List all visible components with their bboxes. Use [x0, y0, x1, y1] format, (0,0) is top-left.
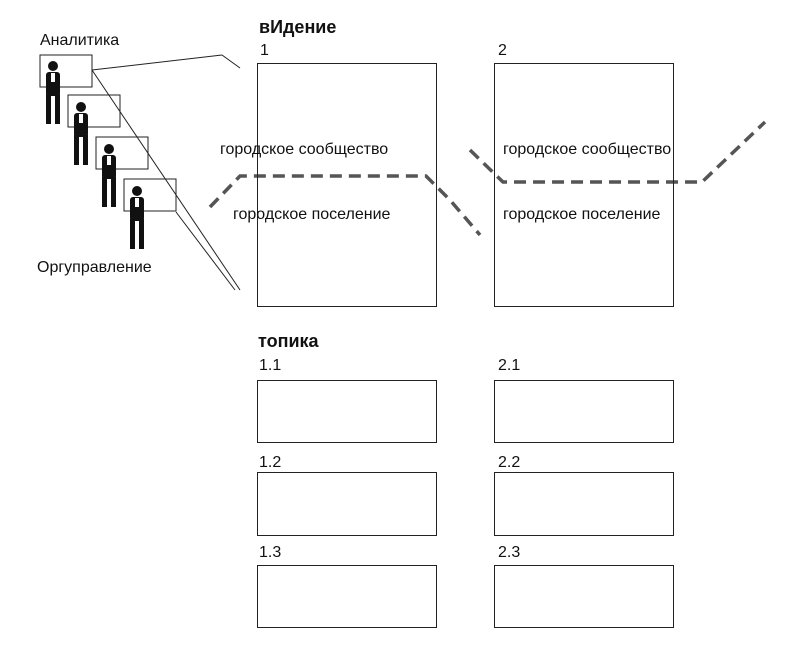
panel-1-upper-label: городское сообщество	[220, 141, 389, 158]
cell-2-1-label: 2.1	[498, 357, 521, 374]
panel-2-lower-label: городское поселение	[503, 206, 661, 223]
panel-1-number: 1	[260, 42, 269, 59]
cell-1-2-label: 1.2	[259, 454, 282, 471]
dashed-boundary-1	[208, 174, 482, 237]
person-icon	[46, 61, 60, 124]
topika-cell-2-2	[494, 472, 674, 536]
projection-line-top	[91, 54, 223, 71]
person-icon	[74, 102, 88, 165]
person-stack	[39, 54, 241, 291]
projection-line-top-tip	[221, 54, 241, 69]
cell-1-3-label: 1.3	[259, 544, 282, 561]
panel-1-lower-label: городское поселение	[233, 206, 391, 223]
person-icon	[130, 186, 144, 249]
label-analytics: Аналитика	[40, 32, 120, 49]
vision-panel-2	[494, 63, 674, 307]
projection-line-bottom	[175, 211, 236, 291]
dashed-boundary-2	[468, 120, 767, 184]
stack-box-1	[39, 54, 93, 88]
stack-diagonal	[91, 69, 241, 291]
vision-panel-1	[257, 63, 437, 307]
topika-cell-1-1	[257, 380, 437, 443]
vision-title: вИдение	[259, 17, 337, 37]
panel-2-upper-label: городское сообщество	[503, 141, 672, 158]
topika-cell-2-3	[494, 565, 674, 628]
topika-title: топика	[258, 331, 319, 351]
cell-2-3-label: 2.3	[498, 544, 521, 561]
topika-cell-1-3	[257, 565, 437, 628]
cell-1-1-label: 1.1	[259, 357, 282, 374]
person-icon	[102, 144, 116, 207]
topika-cell-1-2	[257, 472, 437, 536]
topika-cell-2-1	[494, 380, 674, 443]
panel-2-number: 2	[498, 42, 507, 59]
cell-2-2-label: 2.2	[498, 454, 521, 471]
projection-lines	[91, 54, 241, 291]
label-org-management: Оргуправление	[37, 259, 152, 276]
